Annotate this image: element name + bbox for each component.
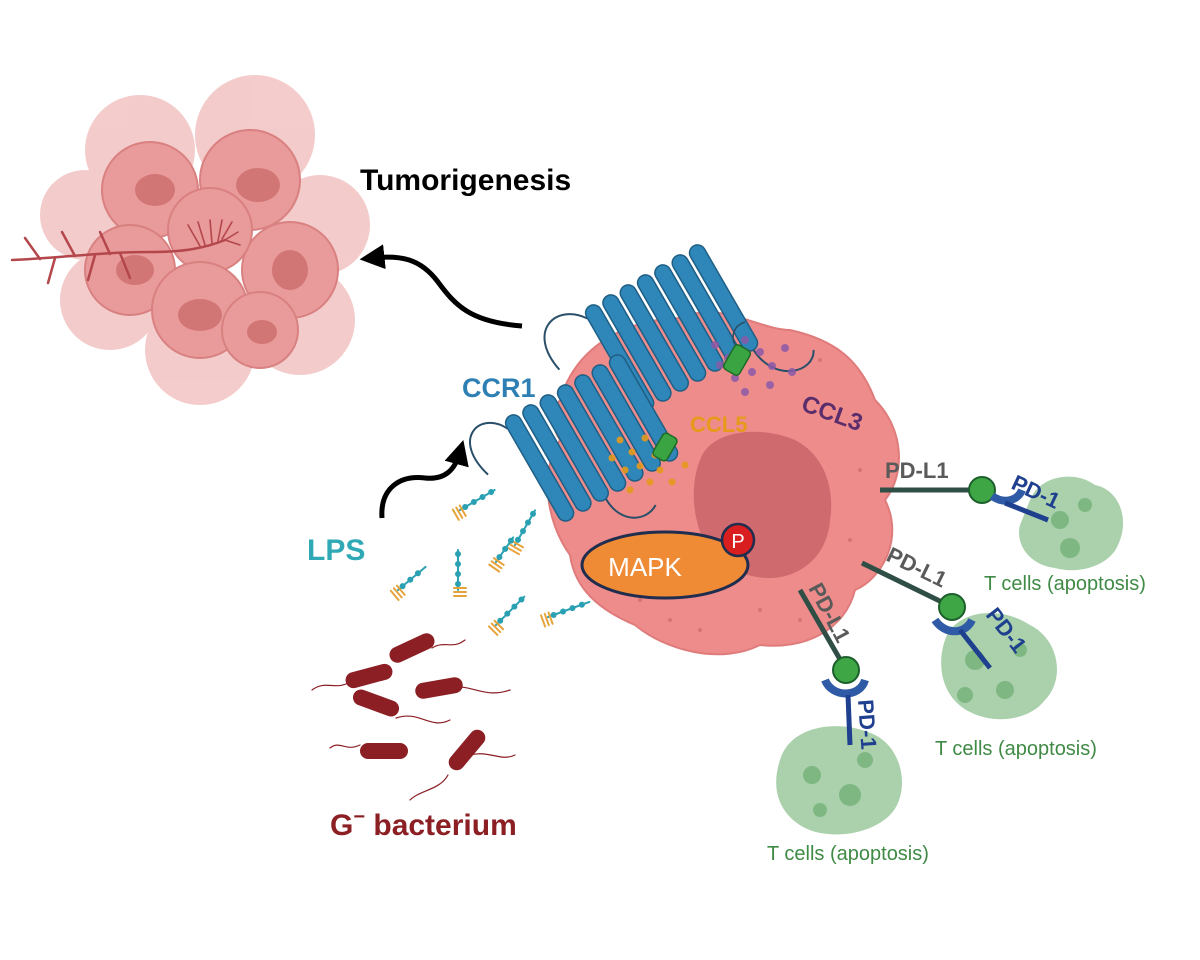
bacteria-illustration bbox=[311, 633, 516, 801]
ccr1-label: CCR1 bbox=[462, 373, 536, 403]
pdl1-pd1-middle bbox=[860, 560, 992, 670]
pdl1-label-right: PD-L1 bbox=[885, 458, 949, 483]
arrow-lps-to-ccr1 bbox=[379, 439, 469, 519]
ccr1-receptor-upper bbox=[543, 244, 815, 412]
pdl1-pd1-bottom bbox=[797, 588, 869, 746]
ccr1-receptor-lower bbox=[469, 354, 679, 522]
tcell-label-middle: T cells (apoptosis) bbox=[935, 738, 1097, 760]
bacterium-label: G− bacterium bbox=[330, 806, 517, 842]
ccl5-particles bbox=[608, 434, 689, 494]
phospho-label: P bbox=[731, 531, 744, 553]
ccl3-vesicle bbox=[722, 344, 752, 376]
pdl1-label-middle: PD-L1 bbox=[883, 542, 951, 592]
ccl3-particles bbox=[711, 336, 796, 396]
mapk-label: MAPK bbox=[608, 552, 682, 582]
lps-molecules bbox=[389, 489, 591, 636]
tcell-label-right: T cells (apoptosis) bbox=[984, 573, 1146, 595]
pdl1-pd1-right bbox=[880, 476, 1049, 523]
ccl5-label: CCL5 bbox=[690, 412, 747, 437]
mapk-complex bbox=[580, 522, 756, 600]
lps-label: LPS bbox=[307, 534, 365, 567]
tumor-cluster-illustration bbox=[10, 75, 370, 405]
tcell-bottom bbox=[776, 726, 902, 835]
ccl5-vesicle bbox=[652, 432, 678, 462]
pd1-label-bottom: PD-1 bbox=[853, 699, 881, 751]
tumorigenesis-label: Tumorigenesis bbox=[360, 164, 571, 197]
tcell-label-bottom: T cells (apoptosis) bbox=[767, 843, 929, 865]
arrow-to-tumorigenesis bbox=[359, 244, 523, 329]
tcell-right bbox=[1019, 476, 1124, 571]
